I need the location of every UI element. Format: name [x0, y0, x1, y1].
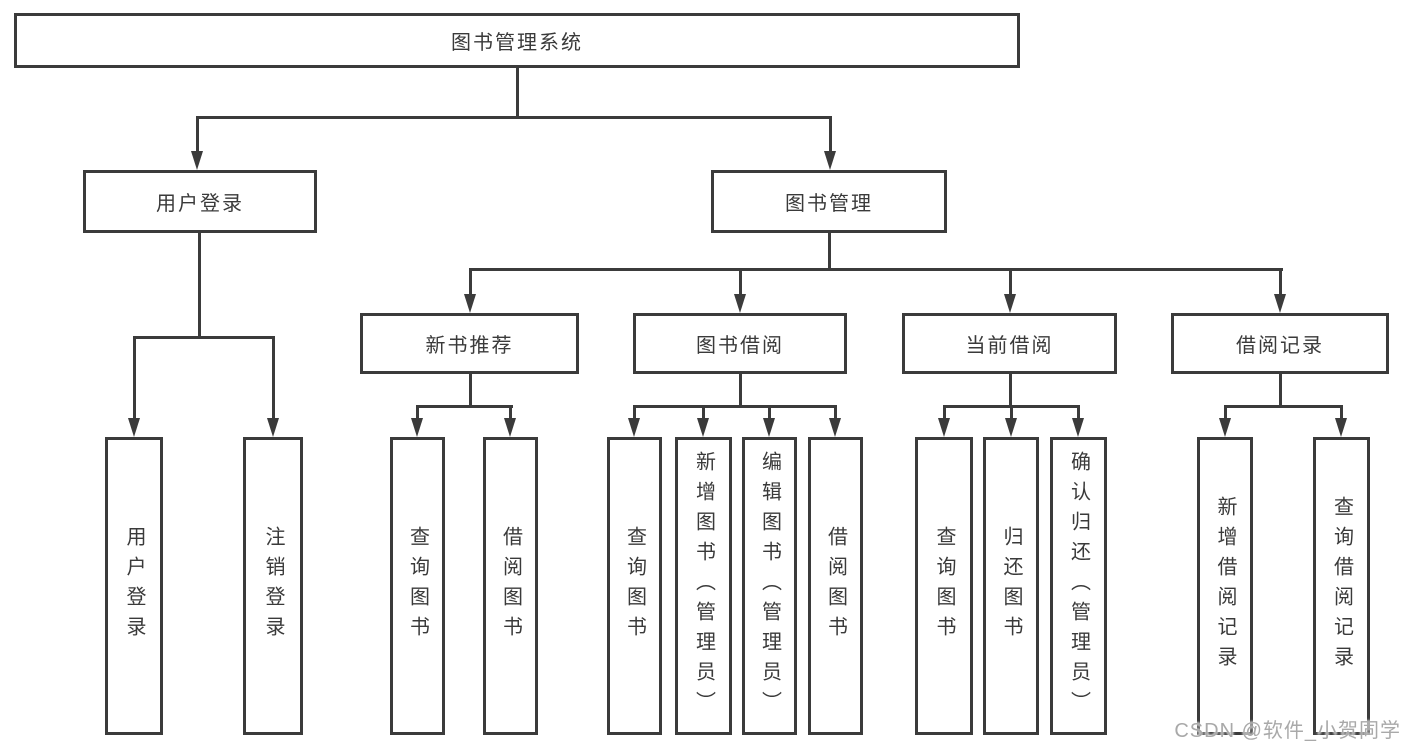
edge-userlogin-leaf1-shaft	[132, 336, 136, 420]
edge-borrow-leaf1-arrowhead	[627, 418, 640, 437]
edge-record-leaf2-arrowhead	[1334, 418, 1347, 437]
leaf-user-login-label: 用户登录	[123, 526, 145, 646]
node-new-book-recommend: 新书推荐	[360, 313, 579, 374]
edge-root-userlogin-shaft	[195, 116, 199, 153]
edge-userlogin-leaf1-arrowhead	[127, 418, 140, 437]
edge-root-userlogin-arrowhead	[190, 151, 203, 170]
edge-current-leaf2-shaft	[1009, 405, 1013, 421]
leaf-borrow-add-admin: 新增图书（管理员）	[675, 437, 732, 735]
leaf-borrow-book-label: 借阅图书	[824, 526, 847, 646]
leaf-record-query-label: 查询借阅记录	[1330, 496, 1353, 676]
leaf-current-confirm-admin-label: 确认归还（管理员）	[1067, 451, 1090, 721]
leaf-current-query-label: 查询图书	[933, 526, 955, 646]
edge-root-rail	[195, 116, 832, 119]
edge-bookmgmt-record-shaft	[1278, 268, 1282, 297]
edge-borrow-leaf4-shaft	[833, 405, 837, 421]
edge-borrow-leaf2-shaft	[701, 405, 705, 421]
edge-bookmgmt-newbook-arrowhead	[463, 294, 476, 313]
leaf-borrow-book: 借阅图书	[808, 437, 863, 735]
leaf-current-return: 归还图书	[983, 437, 1039, 735]
leaf-record-add-label: 新增借阅记录	[1214, 496, 1236, 676]
edge-record-stem	[1278, 371, 1282, 408]
leaf-borrow-query-label: 查询图书	[623, 526, 646, 646]
leaf-record-query: 查询借阅记录	[1313, 437, 1370, 735]
edge-current-leaf1-shaft	[942, 405, 946, 421]
leaf-newbook-borrow-label: 借阅图书	[499, 526, 522, 646]
node-root: 图书管理系统	[14, 13, 1020, 68]
edge-borrow-leaf1-shaft	[632, 405, 636, 421]
edge-root-bookmgmt-arrowhead	[823, 151, 836, 170]
edge-bookmgmt-borrow-arrowhead	[733, 294, 746, 313]
edge-newbook-leaf1-shaft	[415, 405, 419, 421]
edge-record-rail	[1223, 405, 1343, 408]
leaf-current-query: 查询图书	[915, 437, 973, 735]
edge-bookmgmt-record-arrowhead	[1273, 294, 1286, 313]
node-book-management: 图书管理	[711, 170, 947, 233]
leaf-logout-label: 注销登录	[262, 526, 284, 646]
edge-newbook-stem	[468, 371, 472, 408]
leaf-newbook-query: 查询图书	[390, 437, 445, 735]
edge-record-leaf1-shaft	[1223, 405, 1227, 421]
edge-userlogin-rail	[132, 336, 275, 339]
edge-borrow-leaf3-shaft	[767, 405, 771, 421]
edge-record-leaf2-shaft	[1339, 405, 1343, 421]
leaf-borrow-query: 查询图书	[607, 437, 662, 735]
edge-bookmgmt-current-arrowhead	[1003, 294, 1016, 313]
edge-userlogin-stem	[197, 231, 201, 339]
edge-root-bookmgmt-shaft	[828, 116, 832, 153]
node-borrow-record: 借阅记录	[1171, 313, 1389, 374]
edge-bookmgmt-rail	[468, 268, 1283, 271]
edge-current-leaf1-arrowhead	[937, 418, 950, 437]
edge-borrow-leaf4-arrowhead	[828, 418, 841, 437]
edge-newbook-leaf1-arrowhead	[410, 418, 423, 437]
edge-userlogin-leaf2-arrowhead	[266, 418, 279, 437]
edge-bookmgmt-stem	[827, 231, 831, 271]
leaf-record-add: 新增借阅记录	[1197, 437, 1253, 735]
edge-newbook-leaf2-arrowhead	[504, 418, 516, 437]
edge-current-stem	[1008, 371, 1012, 408]
node-book-borrow: 图书借阅	[633, 313, 847, 374]
leaf-current-return-label: 归还图书	[1000, 526, 1022, 646]
leaf-borrow-edit-admin-label: 编辑图书（管理员）	[758, 451, 781, 721]
edge-bookmgmt-newbook-shaft	[468, 268, 472, 297]
edge-root-stem	[515, 66, 519, 118]
node-current-borrow: 当前借阅	[902, 313, 1117, 374]
edge-borrow-stem	[738, 371, 742, 408]
edge-current-leaf3-arrowhead	[1071, 418, 1084, 437]
edge-userlogin-leaf2-shaft	[271, 336, 275, 420]
csdn-watermark: CSDN @软件_小贺同学	[1174, 720, 1401, 742]
leaf-user-login: 用户登录	[105, 437, 163, 735]
edge-record-leaf1-arrowhead	[1218, 418, 1231, 437]
leaf-current-confirm-admin: 确认归还（管理员）	[1050, 437, 1107, 735]
edge-current-leaf3-shaft	[1076, 405, 1080, 421]
node-user-login: 用户登录	[83, 170, 317, 233]
edge-newbook-rail	[415, 405, 513, 408]
edge-current-leaf2-arrowhead	[1004, 418, 1017, 437]
leaf-newbook-borrow: 借阅图书	[483, 437, 538, 735]
edge-borrow-rail	[632, 405, 837, 408]
leaf-borrow-add-admin-label: 新增图书（管理员）	[692, 451, 715, 721]
leaf-newbook-query-label: 查询图书	[406, 526, 429, 646]
edge-borrow-leaf2-arrowhead	[696, 418, 709, 437]
edge-borrow-leaf3-arrowhead	[762, 418, 775, 437]
edge-newbook-leaf2-shaft	[509, 405, 512, 421]
leaf-logout: 注销登录	[243, 437, 303, 735]
edge-bookmgmt-current-shaft	[1008, 268, 1012, 297]
leaf-borrow-edit-admin: 编辑图书（管理员）	[742, 437, 797, 735]
edge-bookmgmt-borrow-shaft	[738, 268, 742, 297]
